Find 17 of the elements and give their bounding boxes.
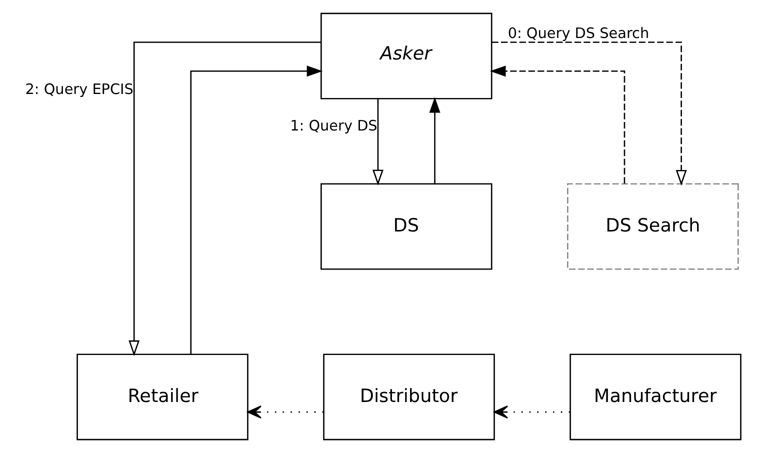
edge-label: 2: Query EPCIS <box>24 82 133 98</box>
arrow <box>489 66 625 184</box>
arrow <box>128 42 320 356</box>
arrow <box>190 66 322 354</box>
arrow <box>372 99 383 186</box>
node-box: DS Search <box>566 183 738 270</box>
arrow <box>428 97 440 184</box>
node-box: Asker <box>320 12 492 100</box>
node-box: Retailer <box>76 354 248 440</box>
arrow <box>246 405 323 419</box>
edge-label: 0: Query DS Search <box>507 26 649 42</box>
node-box: Manufacturer <box>569 354 741 440</box>
node-box: Distributor <box>322 354 494 440</box>
edge-label: 1: Query DS <box>290 118 377 135</box>
arrow <box>491 42 686 186</box>
arrow <box>493 405 570 419</box>
node-box: DS <box>320 183 492 270</box>
